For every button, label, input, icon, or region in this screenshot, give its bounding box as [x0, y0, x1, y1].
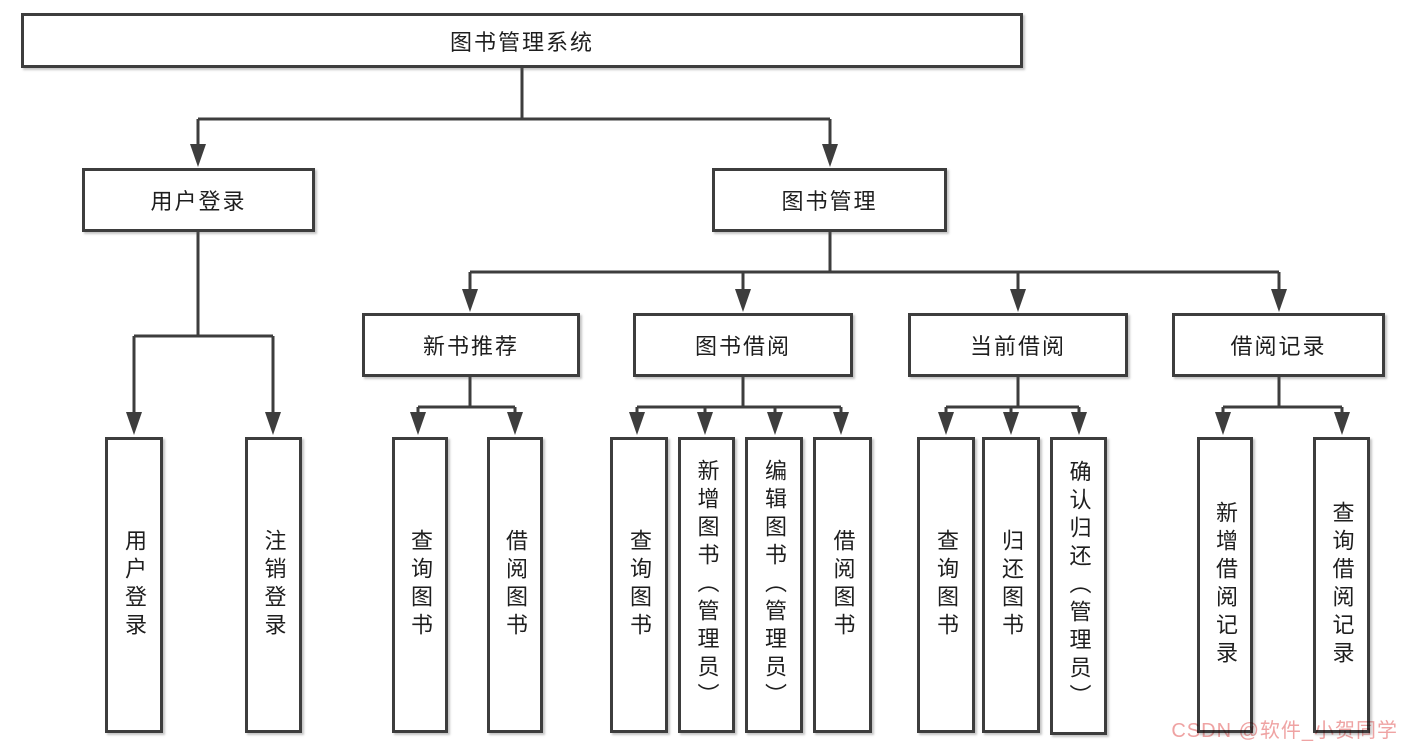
node-new-book-recommend-label: 新书推荐: [422, 334, 519, 359]
arrow-icon: [462, 289, 478, 312]
arrow-icon: [1334, 412, 1350, 435]
leaf-query-books-1: 查询图书: [392, 437, 448, 733]
arrowheads: [126, 144, 1350, 435]
arrow-icon: [735, 289, 751, 312]
node-book-management: 图书管理: [712, 168, 947, 232]
leaf-query-books-3: 查询图书: [917, 437, 975, 733]
arrow-icon: [190, 144, 206, 167]
arrow-icon: [1215, 412, 1231, 435]
arrow-icon: [126, 412, 142, 435]
arrow-icon: [833, 412, 849, 435]
leaf-query-books-2: 查询图书: [610, 437, 668, 733]
arrow-icon: [507, 412, 523, 435]
leaf-user-login: 用户登录: [105, 437, 163, 733]
leaf-add-borrow-record: 新增借阅记录: [1197, 437, 1253, 733]
arrow-icon: [265, 412, 281, 435]
arrow-icon: [1003, 412, 1019, 435]
node-current-borrow: 当前借阅: [908, 313, 1128, 377]
node-root-label: 图书管理系统: [449, 29, 594, 55]
leaf-return-book: 归还图书: [982, 437, 1040, 733]
node-user-login-label: 用户登录: [150, 189, 247, 214]
leaf-add-book-admin: 新增图书（管理员）: [678, 437, 735, 733]
leaf-logout: 注销登录: [245, 437, 302, 733]
arrow-icon: [1071, 412, 1087, 435]
arrow-icon: [938, 412, 954, 435]
node-book-management-label: 图书管理: [781, 189, 878, 214]
leaf-borrow-books-2: 借阅图书: [813, 437, 872, 733]
arrow-icon: [629, 412, 645, 435]
connector-path: [132, 68, 1344, 416]
leaf-borrow-books-1: 借阅图书: [487, 437, 543, 733]
node-root: 图书管理系统: [21, 13, 1023, 68]
arrow-icon: [697, 412, 713, 435]
node-borrow-records: 借阅记录: [1172, 313, 1385, 377]
leaf-query-borrow-record: 查询借阅记录: [1313, 437, 1370, 733]
leaf-confirm-return-admin: 确认归还（管理员）: [1050, 437, 1107, 735]
node-book-borrow: 图书借阅: [633, 313, 853, 377]
arrow-icon: [822, 144, 838, 167]
leaf-edit-book-admin: 编辑图书（管理员）: [745, 437, 803, 733]
arrow-icon: [410, 412, 426, 435]
watermark: CSDN @软件_小贺同学: [1171, 720, 1398, 742]
arrow-icon: [1010, 289, 1026, 312]
node-new-book-recommend: 新书推荐: [362, 313, 580, 377]
arrow-icon: [767, 412, 783, 435]
arrow-icon: [1271, 289, 1287, 312]
node-user-login: 用户登录: [82, 168, 315, 232]
node-book-borrow-label: 图书借阅: [694, 334, 791, 359]
node-current-borrow-label: 当前借阅: [969, 334, 1066, 359]
node-borrow-records-label: 借阅记录: [1230, 334, 1327, 359]
